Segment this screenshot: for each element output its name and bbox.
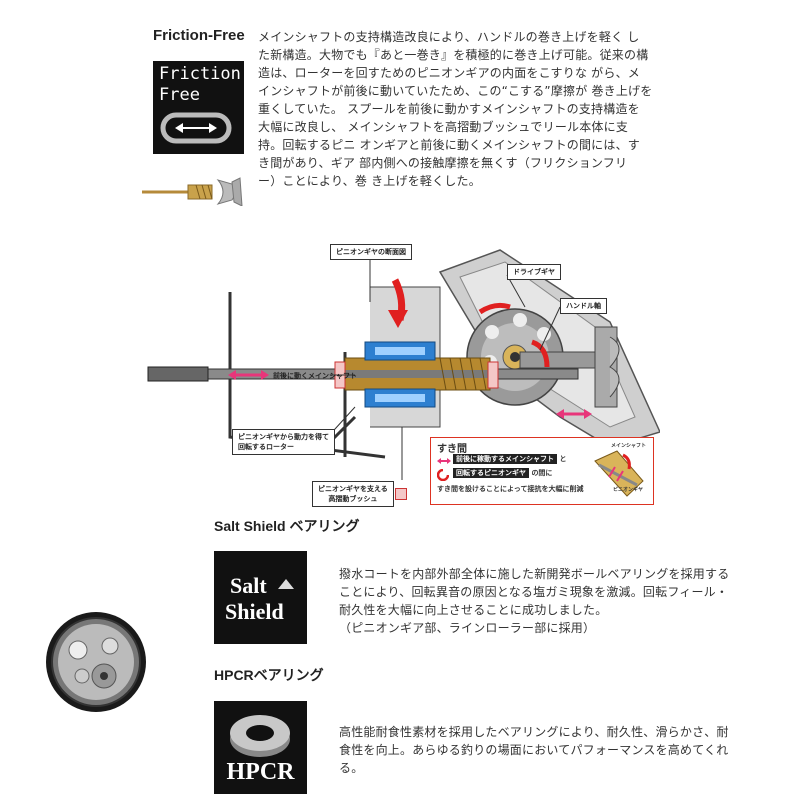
double-arrow-icon (160, 112, 232, 144)
text-line: 重くしていた。 スプールを前後に動かすメインシャフトの支持構造を (258, 102, 640, 116)
logo-line-free: Free (159, 85, 200, 105)
main-shaft-image (142, 177, 243, 206)
text-line: 大幅に改良し、 メインシャフトを高摺動ブッシュでリール本体に支 (258, 120, 629, 134)
gap-mini-pinion: ピニオンギヤ (613, 487, 644, 493)
text-line: 食性を向上。あらゆる釣りの場面においてパフォーマンスを高めてくれ (339, 743, 729, 757)
gap-between: の間に (531, 469, 553, 477)
salt-shield-description: 撥水コートを内部外部全体に施した新開発ボールベアリングを採用する ことにより、回… (339, 565, 749, 637)
friction-free-logo: Friction Free (153, 61, 244, 154)
text-line: 造は、ローターを回すためのピニオンギアの内面をこすりな がら、メ (258, 66, 640, 80)
salt-shield-logo: Salt Shield (214, 551, 307, 644)
text-line: た新構造。大物でも『あと一巻き』を積極的に巻き上げ可能。従来の構 (258, 48, 649, 62)
diamond-icon (278, 579, 294, 589)
label-drive-gear: ドライブギヤ (507, 264, 561, 280)
text-line: メインシャフトの支持構造改良により、ハンドルの巻き上げを軽く し (258, 30, 640, 44)
text-line: インシャフトが前後に動いていたため、この“こする”摩擦が 巻き上げを (258, 84, 653, 98)
bushing-swatch (395, 488, 407, 500)
salt-shield-bearing-image (46, 612, 146, 712)
label-main-shaft: 前後に動くメインシャフト (273, 372, 357, 380)
hpcr-logo-text: HPCR (226, 759, 295, 785)
text-line: ー）ことにより、巻 き上げを軽くした。 (258, 174, 481, 188)
friction-free-diagram: ピニオンギヤの断面図 ドライブギヤ ハンドル軸 前後に動くメインシャフト ピニオ… (140, 232, 660, 507)
text-line: き間があり、ギア 部内側への接触摩擦を無くす（フリクションフリ (258, 156, 628, 170)
text-line: 撥水コートを内部外部全体に施した新開発ボールベアリングを採用する (339, 567, 730, 581)
friction-description: メインシャフトの支持構造改良により、ハンドルの巻き上げを軽く し た新構造。大物… (258, 28, 658, 190)
label-rotor: ピニオンギヤから動力を得て 回転するローター (232, 429, 335, 455)
logo-line-shield: Shield (225, 599, 284, 624)
pink-double-arrow-icon (437, 458, 451, 464)
gap-and: と (559, 455, 567, 463)
hpcr-description: 高性能耐食性素材を採用したベアリングにより、耐久性、滑らかさ、耐 食性を向上。あ… (339, 723, 749, 777)
hpcr-logo: HPCR (214, 701, 307, 794)
friction-title: Friction-Free (153, 27, 245, 44)
label-bushing: ピニオンギヤを支える 高摺動ブッシュ (312, 481, 394, 507)
label-handle-shaft: ハンドル軸 (560, 298, 607, 314)
label-pinion-section: ピニオンギヤの断面図 (330, 244, 412, 260)
gap-main-shaft: 前後に稼動するメインシャフト (453, 454, 557, 464)
gap-title: すき間 (437, 444, 467, 455)
text-line: ことにより、回転異音の原因となる塩ガミ現象を激減。回転フィール・ (339, 585, 729, 599)
gap-conclusion: すき間を設けることによって接抗を大幅に削減 (437, 485, 584, 493)
logo-line-salt: Salt (230, 573, 267, 598)
gap-detail-image (594, 450, 644, 497)
hpcr-title: HPCRベアリング (214, 667, 324, 683)
gap-mini-main-shaft: メインシャフト (611, 443, 647, 449)
gap-callout: すき間 前後に稼動するメインシャフト と 回転するピニオンギヤ の間に すき間を… (430, 437, 654, 505)
ring-icon (230, 715, 290, 757)
salt-shield-title: Salt Shield ベアリング (214, 518, 360, 534)
logo-line-friction: Friction (159, 64, 241, 84)
text-line: 耐久性を大幅に向上させることに成功しました。 (339, 603, 608, 617)
text-line: 高性能耐食性素材を採用したベアリングにより、耐久性、滑らかさ、耐 (339, 725, 729, 739)
gap-pinion: 回転するピニオンギヤ (453, 468, 529, 478)
text-line: 持。回転するピニ オンギアと前後に動くメインシャフトの間には、す (258, 138, 640, 152)
text-line: る。 (339, 761, 364, 775)
red-rotation-icon (437, 469, 449, 481)
text-line: （ピニオンギア部、ラインローラー部に採用） (339, 621, 596, 635)
